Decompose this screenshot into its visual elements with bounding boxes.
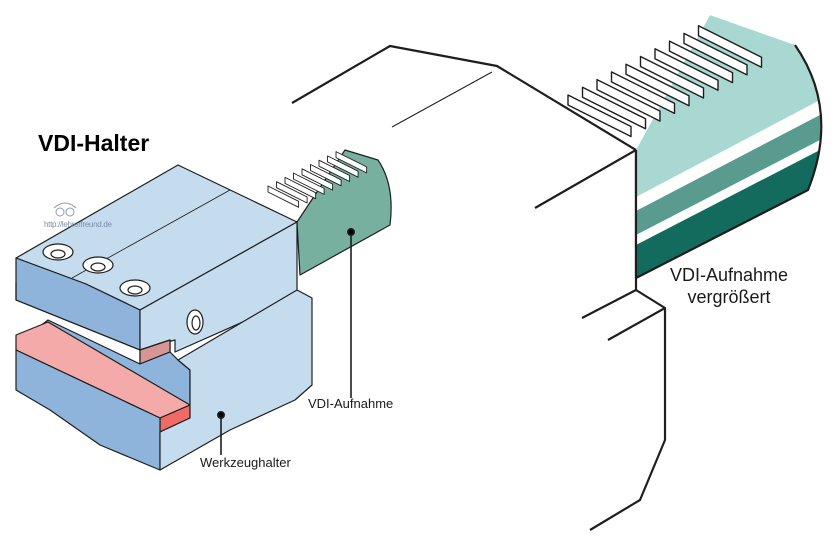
screw-holes: [42, 243, 204, 335]
serration-tooth: [284, 176, 317, 200]
serration-tooth: [625, 63, 690, 107]
tool-holder-body: [15, 164, 313, 471]
serration-tooth: [318, 159, 351, 182]
label-werkzeughalter: Werkzeughalter: [200, 455, 291, 470]
serration-tooth: [276, 181, 308, 204]
serration-tooth: [293, 172, 325, 195]
leader-lines: [217, 228, 355, 455]
serration-tooth: [567, 94, 632, 138]
serration-tooth: [654, 48, 719, 92]
label-enlarged-line2: vergrößert: [687, 287, 771, 307]
watermark: http://lehrerfreund.de: [44, 220, 112, 229]
owl-logo-icon: [53, 202, 77, 217]
shank-body-small: [296, 149, 392, 276]
serration-tooth: [596, 78, 661, 122]
serration-tooth: [610, 71, 676, 115]
vdi-shank-enlarged: [567, 15, 823, 280]
serration-tooth: [683, 32, 748, 76]
enlarged-step-ledge: [607, 307, 666, 341]
label-vdi-aufnahme-enlarged: VDI-Aufnahme vergrößert: [670, 264, 788, 308]
enlarged-seam: [391, 71, 493, 128]
serration-tooth: [335, 151, 368, 174]
serration-tooth: [301, 168, 334, 191]
label-enlarged-line1: VDI-Aufnahme: [670, 265, 789, 285]
enlarged-mid-edge: [534, 149, 637, 209]
holder-right-face-lower: [159, 289, 313, 471]
serration-tooth: [697, 25, 763, 68]
shank-band-white-2: [636, 140, 820, 245]
serration-tooth: [267, 185, 300, 208]
serration-teeth-small: [267, 151, 368, 208]
serration-tooth: [310, 164, 342, 187]
serration-tooth: [327, 155, 359, 178]
holder-front-face-lower: [15, 349, 161, 471]
diagram-title: VDI-Halter: [38, 130, 150, 156]
enlarged-top-edge: [291, 44, 637, 151]
serration-tooth: [668, 40, 734, 84]
label-vdi-aufnahme: VDI-Aufnahme: [308, 396, 394, 411]
shank-band-white-1: [636, 100, 820, 211]
leader-dot-vdi-aufnahme: [346, 228, 355, 237]
enlarged-step-edge: [581, 288, 667, 531]
leader-dot-werkzeughalter: [217, 410, 226, 419]
serration-tooth: [581, 86, 647, 130]
serration-tooth: [639, 55, 705, 99]
shank-band-mid: [636, 115, 820, 235]
serration-teeth-enlarged: [567, 25, 763, 138]
vdi-shank-small: [267, 149, 392, 276]
